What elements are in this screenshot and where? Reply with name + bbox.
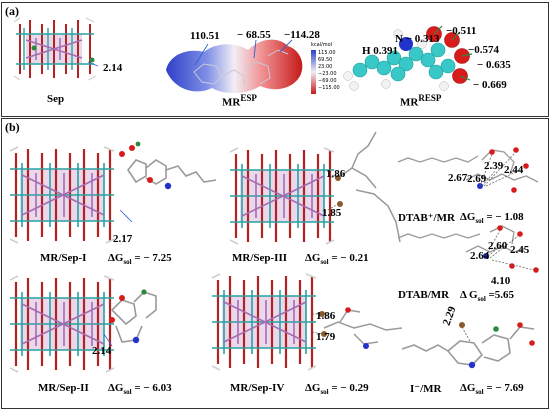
dtab-mr-delta-g: Δ Gsol =5.65 — [460, 289, 515, 304]
esp-legend-value: −23.00 — [318, 71, 337, 77]
esp-caption: MRESP — [222, 93, 257, 109]
sep-distance-label: 2.14 — [103, 62, 123, 74]
mr-sep-iii-delta-g: ΔGsol = − 0.21 — [305, 252, 369, 267]
mr-sep-ii-name: MR/Sep-II — [38, 382, 89, 394]
panel-a-label: (a) — [5, 4, 19, 18]
esp-value-mid: − 68.55 — [237, 29, 271, 41]
mr-sep-iv-structure-image — [210, 272, 403, 372]
esp-value-negative: −114.28 — [284, 29, 320, 41]
mr-sep-i-structure-image — [8, 141, 217, 245]
dtab-plus-mr-distance-3: 2.39 — [484, 160, 504, 172]
dtab-plus-mr-structure-image — [397, 147, 539, 193]
dtab-mr-distance-4: 4.10 — [491, 275, 511, 287]
resp-ball-model-image — [343, 25, 473, 91]
esp-legend-unit: kcal/mol — [311, 42, 333, 48]
dtab-plus-mr-distance-2: 2.69 — [467, 173, 487, 185]
resp-charge-o1: −0.511 — [446, 25, 477, 37]
mr-sep-iv-name: MR/Sep-IV — [230, 382, 285, 394]
mr-sep-iii-name: MR/Sep-III — [232, 252, 288, 264]
dtab-mr-distance-2: 2.60 — [488, 240, 508, 252]
resp-charge-o2: −0.574 — [468, 44, 500, 56]
mr-sep-iii-distance-2: 1.85 — [322, 207, 342, 219]
esp-colorbar — [311, 50, 316, 94]
resp-charge-h: H 0.391 — [362, 45, 399, 57]
mr-sep-ii-delta-g: ΔGsol = − 6.03 — [108, 382, 172, 397]
dtab-plus-mr-distance-1: 2.67 — [448, 172, 468, 184]
resp-charge-o3: − 0.635 — [477, 59, 511, 71]
sep-structure-image — [13, 17, 99, 81]
dtab-mr-distance-1: 2.64 — [470, 250, 490, 262]
dtab-mr-name: DTAB/MR — [398, 289, 450, 301]
esp-surface-image — [166, 39, 303, 94]
mr-sep-i-delta-g: ΔGsol = − 7.25 — [108, 252, 172, 267]
resp-charge-o4: − 0.669 — [473, 79, 507, 91]
mr-sep-i-distance: 2.17 — [113, 233, 133, 245]
sep-caption: Sep — [47, 93, 65, 105]
mr-sep-iii-distance-1: 1.86 — [326, 168, 346, 180]
mr-sep-ii-distance: 2.14 — [92, 345, 112, 357]
dtab-mr-distance-3: 2.45 — [510, 244, 530, 256]
dtab-mr-structure-image — [397, 225, 539, 273]
mr-sep-iv-distance-2: 1.79 — [316, 331, 336, 343]
esp-legend-value: 23.00 — [318, 64, 333, 70]
mr-sep-iv-delta-g: ΔGsol = − 0.29 — [305, 382, 369, 397]
esp-arrows — [194, 39, 293, 66]
panel-b-label: (b) — [5, 120, 20, 134]
resp-caption: MRRESP — [400, 93, 442, 109]
esp-value-positive: 110.51 — [190, 30, 220, 42]
dtab-plus-mr-name: DTAB⁺/MR — [398, 212, 455, 224]
mr-sep-iii-structure-image — [228, 131, 401, 246]
i-minus-mr-delta-g: ΔGsol = − 7.69 — [460, 382, 524, 397]
dtab-plus-mr-delta-g: ΔGsol = − 1.08 — [460, 211, 524, 226]
esp-legend-value: 115.00 — [318, 50, 336, 56]
resp-charge-n: N − 0.313 — [395, 33, 440, 45]
i-minus-mr-structure-image — [401, 322, 535, 369]
esp-legend-value: −69.00 — [318, 78, 337, 84]
mr-sep-ii-structure-image — [8, 274, 157, 374]
mr-sep-i-name: MR/Sep-I — [40, 252, 87, 264]
i-minus-mr-name: I⁻/MR — [410, 383, 442, 395]
esp-legend-value: −115.00 — [318, 85, 340, 91]
esp-legend-value: 69.50 — [318, 57, 333, 63]
dtab-plus-mr-distance-4: 2.44 — [504, 164, 524, 176]
mr-sep-iv-distance-1: 1.86 — [316, 310, 336, 322]
